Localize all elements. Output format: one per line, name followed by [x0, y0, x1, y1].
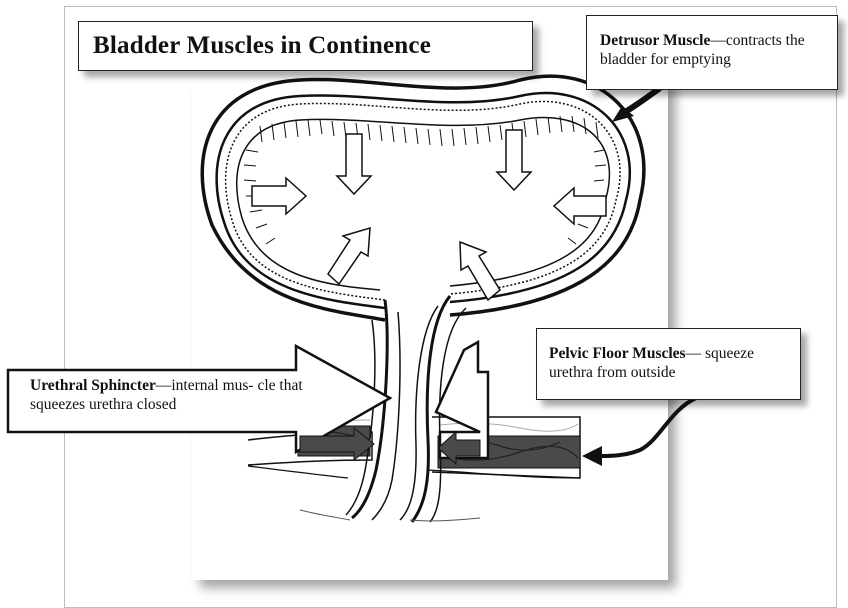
contraction-arrows: [252, 130, 606, 300]
title-text: Bladder Muscles in Continence: [93, 32, 431, 59]
pelvic-pointer-head: [582, 446, 602, 466]
diagram-title: Bladder Muscles in Continence: [78, 21, 533, 71]
arrow-left: [554, 188, 606, 224]
arrow-down-left: [337, 134, 371, 194]
sphincter-callout: Urethral Sphincter—internal mus- cle tha…: [30, 376, 320, 414]
arrow-up-right: [328, 228, 370, 284]
detrusor-callout: Detrusor Muscle—contracts the bladder fo…: [586, 15, 838, 90]
pelvic-label: Pelvic Floor Muscles: [549, 345, 686, 362]
arrow-right: [252, 178, 306, 214]
detrusor-label: Detrusor Muscle: [600, 32, 710, 49]
pelvic-floor-callout: Pelvic Floor Muscles— squeeze urethra fr…: [536, 328, 801, 400]
sphincter-label: Urethral Sphincter: [30, 377, 156, 394]
detrusor-pointer: [625, 88, 660, 112]
pelvic-pointer: [600, 398, 696, 456]
